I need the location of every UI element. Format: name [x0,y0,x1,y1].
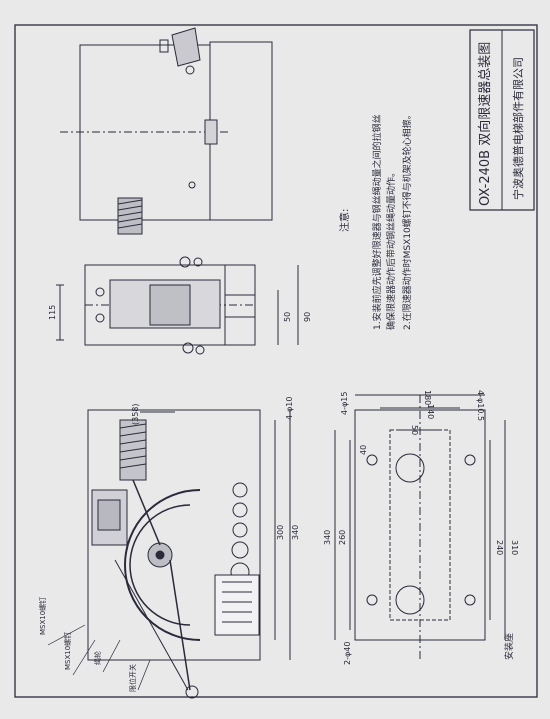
company-name: 宁波奥德普电梯部件有限公司 [511,57,525,200]
dim-90-side: 90 [303,312,312,322]
spring-assembly [119,419,161,546]
dim-140: 140 [426,404,435,419]
notes-heading: 注意: [338,209,351,232]
dim-310: 310 [510,540,519,555]
note-line-2: 确保限速器动作后带动钢丝绳动量动作。 [385,168,397,330]
label-rope-wheel: 绳轮 [93,651,102,665]
base-plate-view [334,394,506,660]
label-358: (358) [131,403,140,425]
dim-50-base: 50 [410,425,419,435]
dim-340-front: 340 [291,525,300,540]
dim-4-d15: 4-φ15 [340,392,349,415]
dim-300: 300 [276,525,285,540]
dim-40: 40 [359,445,368,455]
title-block: OX-240B 双向限速器总装图 宁波奥德普电梯部件有限公司 [469,29,535,211]
label-limit-switch: 限位开关 [128,664,137,692]
label-screw: MSX10螺钉 [63,632,72,670]
sheet-border [14,24,538,698]
dim-340-base: 340 [323,530,332,545]
side-view [56,256,299,355]
front-view [87,409,291,699]
notes-block: 注意: 1.安装前应先调整好限速器与钢丝绳动量之间的拉钢丝 确保限速器动作后带动… [338,110,413,330]
spring-top [117,197,143,235]
dim-2-d40: 2-φ40 [343,642,352,665]
label-mounting-seat: 安装座 [503,633,515,660]
dim-180: 180 [423,390,432,405]
dim-260: 260 [338,530,347,545]
dim-50-side: 50 [283,312,292,322]
top-view [60,27,273,235]
note-line-1: 1.安装前应先调整好限速器与钢丝绳动量之间的拉钢丝 [371,114,383,330]
dim-115: 115 [48,305,57,320]
note-line-3: 2.在限速器动作时MSX10螺钉不得与机架及轮心相擦。 [401,110,413,330]
dim-4-d10: 4-φ10 [285,397,294,420]
nameplate [214,574,260,636]
dim-4-d105: 4-φ10.5 [476,390,485,421]
dim-240: 240 [495,540,504,555]
leader-labels: MSX10螺钉 MSX10螺钉 绳轮 限位开关 [38,597,151,692]
drawing-title: OX-240B 双向限速器总装图 [477,42,493,206]
label-screw-top: MSX10螺钉 [38,597,47,635]
